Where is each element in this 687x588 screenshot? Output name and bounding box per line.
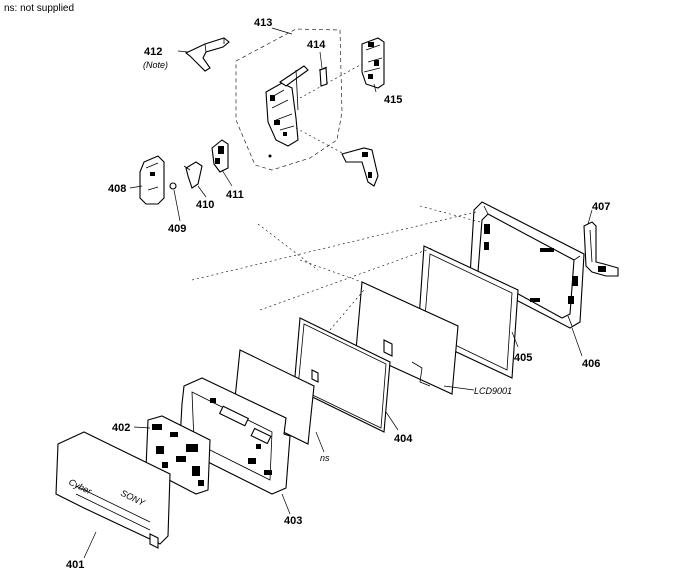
part-407-bracket: [583, 221, 619, 277]
part-403-chassis: [179, 377, 291, 495]
label-412-note: (Note): [143, 60, 168, 70]
label-405: 405: [514, 352, 532, 364]
part-409-washer: [169, 182, 177, 190]
part-406-frame: [469, 201, 585, 329]
alignment-lines: [191, 205, 481, 331]
part-414-screw: [318, 66, 328, 87]
part-408-cover: [139, 155, 165, 205]
label-415: 415: [384, 94, 402, 106]
guide-line-415: [299, 63, 363, 99]
label-403: 403: [284, 515, 302, 527]
part-410-bracket: [183, 161, 203, 189]
label-402: 402: [112, 422, 130, 434]
label-411: 411: [226, 189, 244, 201]
guide-line-lower: [295, 127, 345, 155]
label-410: 410: [196, 199, 214, 211]
label-401: 401: [66, 559, 84, 571]
part-lcd9001-panel: [355, 281, 459, 395]
part-415-hinge: [361, 37, 385, 89]
part-413-lower-bracket: [341, 147, 379, 187]
leader-lines: [83, 27, 593, 559]
part-413-group-outline: [235, 28, 343, 171]
label-409: 409: [168, 223, 186, 235]
label-408: 408: [108, 183, 126, 195]
label-414: 414: [307, 39, 326, 51]
label-lcd9001: LCD9001: [474, 386, 512, 396]
part-412-bracket: [184, 37, 230, 72]
part-411-bracket: [211, 139, 229, 173]
not-supplied-note: ns: not supplied: [4, 3, 74, 14]
part-404-glass: [293, 317, 391, 433]
part-ns-sheet: [233, 349, 315, 445]
label-406: 406: [582, 358, 600, 370]
part-413-frame: [265, 65, 309, 158]
label-ns: ns: [320, 453, 330, 463]
label-404: 404: [394, 433, 413, 445]
label-407: 407: [592, 201, 610, 213]
label-413: 413: [254, 17, 272, 29]
part-401-front-panel: [55, 431, 171, 549]
label-412: 412: [144, 46, 162, 58]
